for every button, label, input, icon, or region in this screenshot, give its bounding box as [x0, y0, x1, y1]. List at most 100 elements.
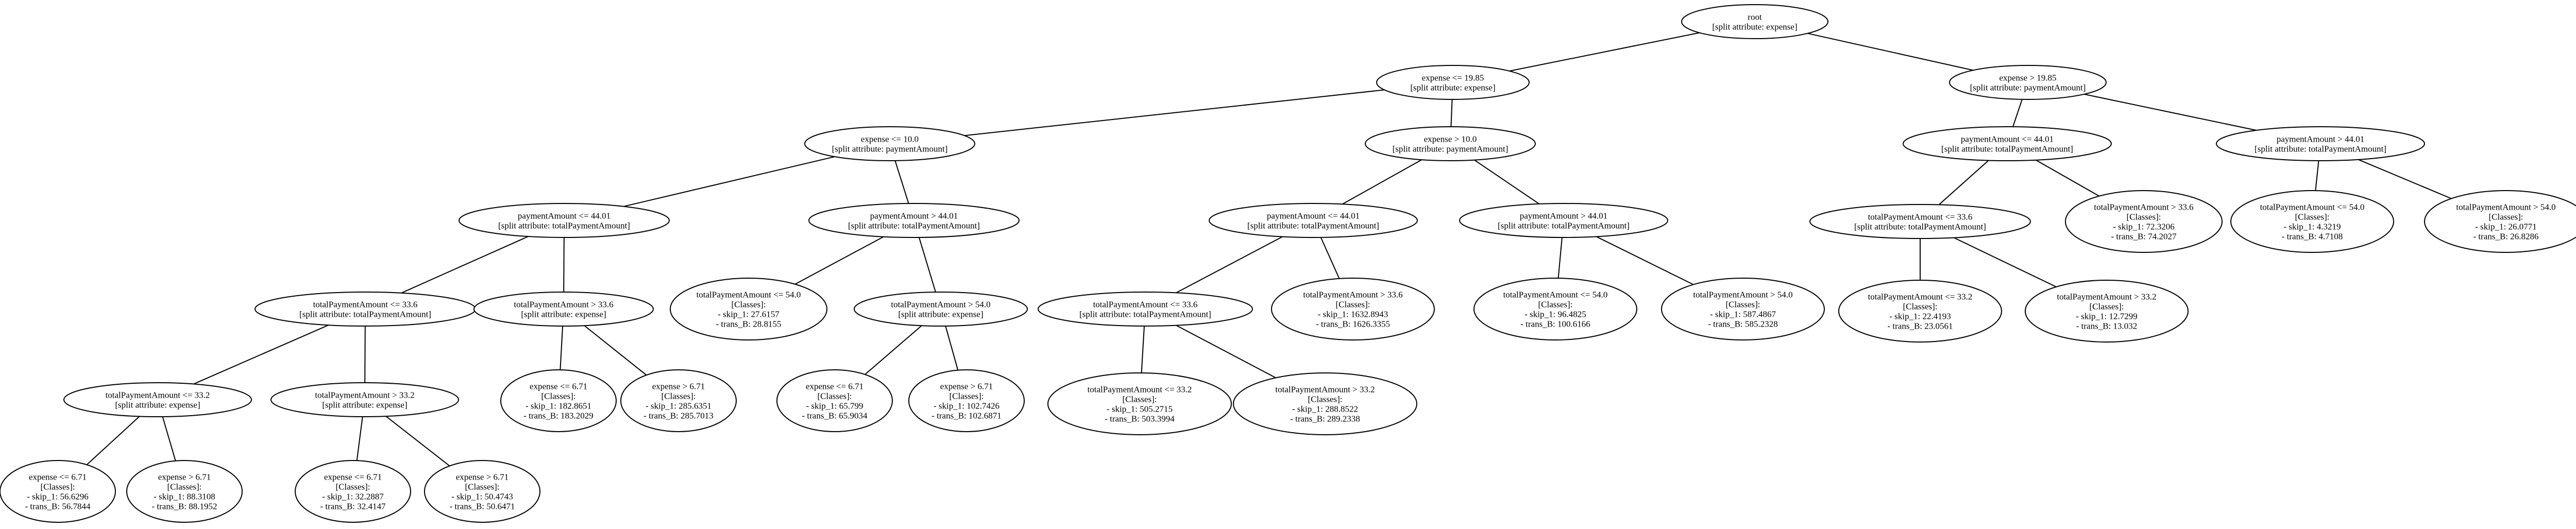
tree-node-n17: totalPaymentAmount <= 54.0[Classes]:- sk… — [670, 278, 827, 340]
tree-node-n31: totalPaymentAmount <= 33.6[split attribu… — [1809, 204, 2031, 239]
tree-node-label-line: [Classes]: — [661, 391, 696, 401]
tree-node-n4: expense > 10.0[split attribute: paymentA… — [1365, 126, 1536, 161]
tree-node-n1: expense <= 19.85[split attribute: expens… — [1376, 65, 1530, 100]
tree-node-label-line: - trans_B: 74.2027 — [2111, 232, 2177, 242]
tree-node-shape — [1661, 278, 1825, 340]
tree-node-label-line: - skip_1: 22.4193 — [1889, 312, 1951, 321]
tree-node-shape — [1459, 203, 1668, 238]
tree-node-label-line: - skip_1: 182.8651 — [526, 401, 591, 411]
tree-node-label-line: - skip_1: 587.4867 — [1710, 310, 1776, 319]
tree-node-label-line: - trans_B: 4.7108 — [2282, 232, 2343, 242]
tree-node-label-line: - trans_B: 503.3994 — [1105, 414, 1175, 424]
tree-node-label-line: [split attribute: totalPaymentAmount] — [2255, 144, 2386, 154]
tree-node-shape — [424, 460, 540, 523]
tree-node-label-line: paymentAmount <= 44.01 — [1961, 134, 2054, 144]
tree-node-n7: totalPaymentAmount <= 33.6[split attribu… — [255, 292, 476, 327]
tree-node-shape — [1233, 372, 1417, 435]
tree-node-shape — [670, 278, 827, 340]
tree-node-shape — [804, 126, 975, 161]
tree-node-n13: expense <= 6.71[Classes]:- skip_1: 32.28… — [295, 460, 411, 523]
tree-edge-n18-n20 — [945, 326, 959, 370]
tree-node-label-line: - skip_1: 56.6296 — [27, 492, 88, 502]
tree-node-label-line: paymentAmount > 44.01 — [1520, 211, 1608, 221]
tree-node-label-line: totalPaymentAmount > 54.0 — [1693, 290, 1792, 300]
tree-node-n3: expense <= 10.0[split attribute: payment… — [804, 126, 975, 161]
tree-node-label-line: - skip_1: 65.799 — [806, 401, 863, 411]
tree-node-label-line: [split attribute: paymentAmount] — [832, 144, 948, 154]
tree-node-label-line: totalPaymentAmount > 33.6 — [514, 300, 613, 310]
tree-node-label-line: paymentAmount <= 44.01 — [1267, 211, 1360, 221]
tree-node-shape — [776, 369, 893, 432]
tree-node-shape — [63, 382, 252, 417]
tree-nodes: root[split attribute: expense]expense <=… — [0, 4, 2576, 523]
tree-node-shape — [1809, 204, 2031, 239]
tree-node-label-line: - skip_1: 285.6351 — [646, 401, 711, 411]
tree-edge-n5-n7 — [401, 236, 529, 294]
tree-edge-n29-n31 — [1938, 160, 1989, 206]
tree-edge-n0-n1 — [1509, 32, 1700, 72]
tree-edge-n8-n15 — [560, 326, 564, 370]
tree-node-label-line: expense > 6.71 — [940, 382, 993, 391]
tree-edge-n1-n4 — [1450, 99, 1453, 127]
tree-node-label-line: [Classes]: — [731, 300, 766, 310]
tree-node-label-line: [split attribute: expense] — [898, 310, 983, 319]
tree-node-label-line: - trans_B: 32.4147 — [320, 502, 386, 511]
tree-node-n21: paymentAmount <= 44.01[split attribute: … — [1209, 203, 1418, 238]
tree-node-label-line: root — [1748, 12, 1762, 22]
tree-node-shape — [2065, 190, 2223, 253]
tree-node-shape — [1047, 372, 1232, 435]
tree-node-label-line: - trans_B: 285.7013 — [643, 411, 714, 421]
tree-node-label-line: [Classes]: — [1725, 300, 1760, 310]
tree-node-shape — [808, 203, 1020, 238]
tree-node-n18: totalPaymentAmount > 54.0[split attribut… — [854, 292, 1028, 327]
tree-node-label-line: expense <= 19.85 — [1422, 73, 1484, 83]
tree-node-label-line: - skip_1: 96.4825 — [1524, 310, 1586, 319]
tree-node-n14: expense > 6.71[Classes]:- skip_1: 50.474… — [424, 460, 540, 523]
tree-node-shape — [1838, 280, 2002, 343]
tree-node-shape — [2424, 190, 2576, 253]
tree-node-label-line: - skip_1: 32.2887 — [322, 492, 384, 502]
tree-node-label-line: [split attribute: totalPaymentAmount] — [1079, 310, 1211, 319]
tree-node-n19: expense <= 6.71[Classes]:- skip_1: 65.79… — [776, 369, 893, 432]
tree-node-shape — [1376, 65, 1530, 100]
tree-node-label-line: [Classes]: — [2295, 212, 2329, 222]
tree-node-label-line: [split attribute: expense] — [521, 310, 606, 319]
tree-node-label-line: paymentAmount > 44.01 — [2277, 134, 2365, 144]
tree-edge-n6-n17 — [794, 236, 884, 285]
tree-edge-n30-n35 — [2315, 160, 2319, 191]
tree-node-label-line: [split attribute: expense] — [1712, 22, 1797, 32]
tree-node-shape — [295, 460, 411, 523]
tree-node-label-line: [Classes]: — [541, 391, 575, 401]
tree-node-n28: totalPaymentAmount > 54.0[Classes]:- ski… — [1661, 278, 1825, 340]
tree-node-n16: expense > 6.71[Classes]:- skip_1: 285.63… — [620, 369, 737, 432]
tree-node-label-line: - skip_1: 72.3206 — [2113, 222, 2174, 232]
tree-node-label-line: expense <= 6.71 — [324, 472, 382, 482]
tree-node-n23: totalPaymentAmount <= 33.6[split attribu… — [1038, 292, 1253, 327]
tree-node-label-line: [split attribute: expense] — [1410, 83, 1495, 93]
tree-node-n0: root[split attribute: expense] — [1681, 4, 1828, 39]
tree-edge-n22-n27 — [1557, 237, 1563, 279]
tree-edge-n22-n28 — [1596, 236, 1694, 285]
tree-edge-n21-n24 — [1320, 237, 1340, 279]
tree-edge-n2-n29 — [2012, 99, 2023, 127]
tree-node-label-line: [split attribute: expense] — [115, 400, 200, 410]
tree-node-label-line: - trans_B: 289.2338 — [1290, 414, 1360, 424]
tree-node-label-line: totalPaymentAmount <= 33.2 — [106, 390, 210, 400]
tree-node-label-line: paymentAmount <= 44.01 — [518, 211, 611, 221]
tree-node-label-line: totalPaymentAmount <= 33.6 — [1868, 212, 1973, 222]
tree-node-label-line: - skip_1: 88.3108 — [154, 492, 215, 502]
tree-node-n27: totalPaymentAmount <= 54.0[Classes]:- sk… — [1473, 278, 1637, 340]
tree-node-n9: totalPaymentAmount <= 33.2[split attribu… — [63, 382, 252, 417]
tree-node-label-line: expense <= 6.71 — [806, 382, 863, 391]
tree-node-label-line: totalPaymentAmount > 33.2 — [2057, 292, 2156, 302]
tree-node-shape — [2025, 280, 2189, 343]
tree-node-shape — [854, 292, 1028, 327]
tree-node-label-line: [Classes]: — [1122, 395, 1157, 404]
tree-node-n32: totalPaymentAmount > 33.6[Classes]:- ski… — [2065, 190, 2223, 253]
tree-node-shape — [459, 203, 670, 238]
tree-node-n29: paymentAmount <= 44.01[split attribute: … — [1903, 126, 2112, 161]
tree-node-shape — [1473, 278, 1637, 340]
tree-node-shape — [1038, 292, 1253, 327]
tree-node-n12: expense > 6.71[Classes]:- skip_1: 88.310… — [126, 460, 243, 523]
tree-node-label-line: [Classes]: — [2089, 302, 2124, 312]
